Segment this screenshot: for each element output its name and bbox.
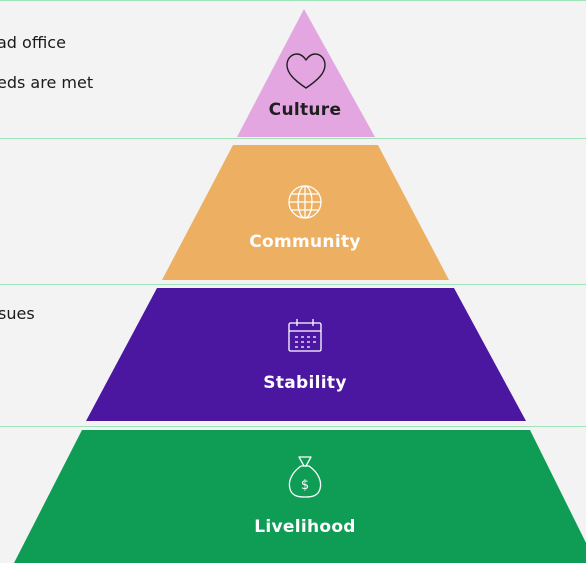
tier-label-livelihood: Livelihood bbox=[254, 517, 356, 537]
heart-icon bbox=[286, 53, 326, 89]
globe-icon bbox=[288, 185, 322, 219]
svg-text:$: $ bbox=[301, 478, 309, 493]
culture-text-line-2: eds are met bbox=[0, 73, 94, 92]
band-divider bbox=[0, 138, 586, 139]
tier-label-stability: Stability bbox=[263, 373, 347, 393]
calendar-icon bbox=[288, 319, 322, 352]
stability-text-line-1: sues bbox=[0, 304, 35, 323]
tier-stability-shape bbox=[86, 288, 526, 421]
tier-label-community: Community bbox=[249, 232, 361, 252]
tier-culture-shape bbox=[237, 9, 375, 137]
band-divider bbox=[0, 0, 586, 1]
tier-label-culture: Culture bbox=[268, 100, 342, 120]
band-divider bbox=[0, 284, 586, 285]
band-divider bbox=[0, 426, 586, 427]
culture-text-line-1: ad office bbox=[0, 33, 66, 52]
money-bag-icon: $ bbox=[288, 456, 322, 498]
